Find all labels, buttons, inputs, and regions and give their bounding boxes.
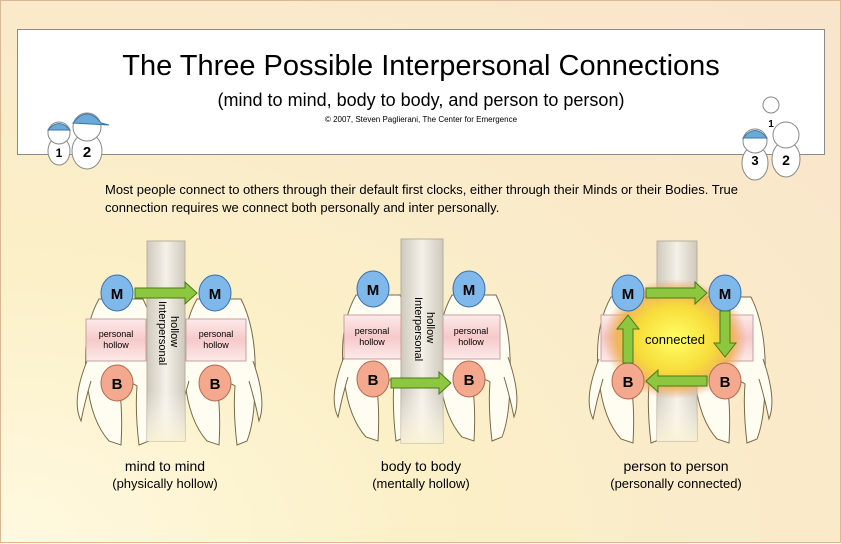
- svg-text:1: 1: [56, 146, 63, 160]
- personal-hollow-band-left: [343, 314, 402, 360]
- svg-text:M: M: [463, 282, 476, 299]
- svg-text:M: M: [111, 286, 124, 303]
- mascot-left-icon: 1 2: [46, 112, 110, 170]
- intro-text: Most people connect to others through th…: [105, 182, 738, 215]
- svg-text:B: B: [623, 374, 634, 391]
- personal-hollow-label-left: personal: [99, 329, 134, 339]
- svg-text:M: M: [209, 286, 222, 303]
- svg-text:hollow: hollow: [359, 337, 385, 347]
- body-node: [198, 364, 232, 402]
- arrow-down: [712, 310, 738, 358]
- personal-hollow-band-right: [185, 318, 247, 362]
- personal-hollow-label-left-2: hollow: [103, 340, 129, 350]
- svg-text:M: M: [367, 282, 380, 299]
- mind-node: [356, 270, 390, 308]
- svg-text:personal: personal: [355, 326, 390, 336]
- arrow-body-left: [645, 368, 708, 394]
- caption-subtitle: (physically hollow): [112, 476, 218, 491]
- svg-text:M: M: [622, 286, 635, 303]
- copyright-text: © 2007, Steven Paglierani, The Center fo…: [324, 115, 518, 124]
- interpersonal-label: Interpersonal: [412, 297, 424, 361]
- svg-text:hollow: hollow: [458, 337, 484, 347]
- body-node: [100, 364, 134, 402]
- caption-panel-3: person to person (personally connected): [576, 457, 776, 493]
- svg-text:2: 2: [83, 144, 91, 161]
- interpersonal-hollow-label: hollow: [168, 316, 180, 347]
- svg-text:B: B: [464, 372, 475, 389]
- arrow-body-to-body: [390, 370, 452, 396]
- caption-title: person to person: [623, 458, 729, 474]
- svg-text:1: 1: [768, 119, 774, 130]
- personal-hollow-label-right-2: hollow: [203, 340, 229, 350]
- caption-panel-1: mind to mind (physically hollow): [65, 457, 265, 493]
- arrow-mind-to-mind: [134, 280, 198, 306]
- body-node: [452, 360, 486, 398]
- page-subtitle: (mind to mind, body to body, and person …: [217, 90, 625, 110]
- svg-text:B: B: [720, 374, 731, 391]
- mind-node: [452, 270, 486, 308]
- svg-text:B: B: [210, 376, 221, 393]
- connected-label: connected: [645, 332, 705, 347]
- page-title: The Three Possible Interpersonal Connect…: [122, 50, 720, 82]
- personal-hollow-band-right: [442, 314, 501, 360]
- svg-text:3: 3: [751, 153, 758, 168]
- personal-hollow-label-right: personal: [199, 329, 234, 339]
- caption-title: body to body: [380, 458, 462, 474]
- body-node: [708, 362, 742, 400]
- mascot-right-icon: 1 3 2: [741, 96, 801, 181]
- caption-subtitle: (personally connected): [610, 476, 742, 491]
- interpersonal-hollow-label: hollow: [424, 312, 436, 343]
- mind-node: [100, 274, 134, 312]
- mind-node: [611, 274, 645, 312]
- interpersonal-label: Interpersonal: [156, 301, 168, 365]
- svg-text:M: M: [719, 286, 732, 303]
- personal-hollow-band-left: [85, 318, 147, 362]
- svg-text:personal: personal: [454, 326, 489, 336]
- panel-body-to-body: personal hollow personal hollow Interper…: [333, 238, 518, 444]
- svg-text:B: B: [112, 376, 123, 393]
- svg-text:2: 2: [782, 152, 790, 168]
- mind-node: [198, 274, 232, 312]
- title-box: The Three Possible Interpersonal Connect…: [17, 29, 825, 155]
- svg-text:B: B: [368, 372, 379, 389]
- caption-subtitle: (mentally hollow): [372, 476, 470, 491]
- arrow-up: [615, 314, 641, 364]
- caption-title: mind to mind: [124, 458, 206, 474]
- arrow-mind-right: [645, 280, 708, 306]
- caption-panel-2: body to body (mentally hollow): [321, 457, 521, 493]
- panel-mind-to-mind: personal hollow personal hollow Interper…: [76, 240, 263, 446]
- panel-person-to-person: connected M M B B: [588, 240, 773, 444]
- body-node: [356, 360, 390, 398]
